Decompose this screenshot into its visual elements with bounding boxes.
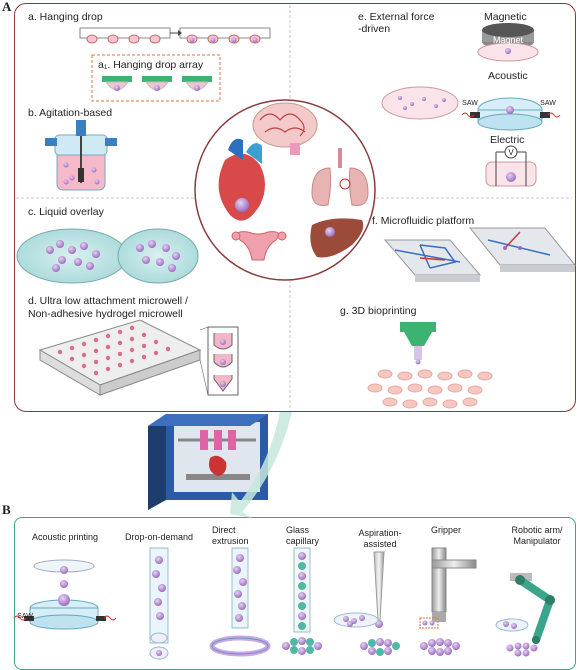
label-bioprinting: g. 3D bioprinting <box>340 305 417 317</box>
label-magnetic: Magnetic <box>484 11 527 23</box>
label-ultra-low-line2: Non-adhesive hydrogel microwell <box>28 308 183 320</box>
organ-circle <box>194 99 376 281</box>
acoustic-setup <box>461 97 561 131</box>
hanging-drop-plates <box>79 27 271 44</box>
lungs-organ <box>311 148 369 206</box>
label-external-force-line1: e. External force <box>358 11 435 23</box>
uterus-organ <box>231 231 287 261</box>
liquid-overlay-dishes <box>16 228 199 284</box>
panel-label-a: A <box>2 0 12 14</box>
label-saw-b: SAW <box>17 613 33 620</box>
label-glass-line1: Glass <box>286 525 310 535</box>
magnetic-setup <box>477 23 539 62</box>
direct-extrusion-setup <box>209 547 271 657</box>
label-direct-line2: extrusion <box>212 536 249 546</box>
heart-organ <box>218 138 265 221</box>
bioprinter-machine <box>148 414 268 510</box>
drop-on-demand-setup <box>149 547 169 660</box>
label-saw-right: SAW <box>540 100 556 107</box>
label-acoustic-printing: Acoustic printing <box>31 532 99 542</box>
transition-arrow <box>230 412 292 518</box>
label-external-force-line2: -driven <box>358 23 391 35</box>
label-magnet: Magnet <box>492 35 524 45</box>
electric-setup <box>485 145 537 187</box>
label-drop-on-demand: Drop-on-demand <box>124 532 194 542</box>
acoustic-printing-setup <box>13 559 117 630</box>
label-aspiration-line1: Aspiration- <box>358 528 402 538</box>
liver-organ <box>310 218 364 258</box>
label-agitation: b. Agitation-based <box>28 107 113 119</box>
label-hanging-drop-array: a₁. Hanging drop array <box>98 59 204 71</box>
label-liquid-overlay: c. Liquid overlay <box>28 206 104 218</box>
label-voltmeter: V <box>508 148 514 157</box>
bioprinting-nozzle <box>400 322 436 365</box>
brain-organ <box>252 102 318 155</box>
label-glass-line2: capillary <box>286 536 320 546</box>
label-electric: Electric <box>490 134 525 146</box>
label-saw-left: SAW <box>462 100 478 107</box>
label-ultra-low-line1: d. Ultra low attachment microwell / <box>28 295 188 307</box>
microwell-dots <box>57 325 171 376</box>
label-direct-line1: Direct <box>212 525 236 535</box>
label-hanging-drop: a. Hanging drop <box>28 11 103 23</box>
panel-label-b: B <box>2 502 11 517</box>
label-acoustic: Acoustic <box>488 70 528 82</box>
label-robotic-line1: Robotic arm/ <box>511 525 563 535</box>
label-gripper: Gripper <box>430 525 461 535</box>
bioprinted-spheroids <box>367 369 493 409</box>
microwell-detail <box>213 333 233 392</box>
label-robotic-line2: Manipulator <box>513 536 561 546</box>
robotic-arm-setup <box>495 573 555 657</box>
gripper-setup <box>419 547 477 656</box>
spinner-flask <box>45 120 117 191</box>
external-force-dish <box>381 86 459 120</box>
glass-capillary-setup <box>282 547 322 655</box>
microwell-plate <box>38 319 239 396</box>
hanging-drop-array-box <box>91 54 221 102</box>
label-aspiration-line2: assisted <box>363 539 397 549</box>
aspiration-setup <box>333 551 400 656</box>
label-microfluidic: f. Microfluidic platform <box>372 215 475 227</box>
hanging-drop-array-wells <box>102 76 212 91</box>
microfluidic-chips <box>383 227 577 282</box>
